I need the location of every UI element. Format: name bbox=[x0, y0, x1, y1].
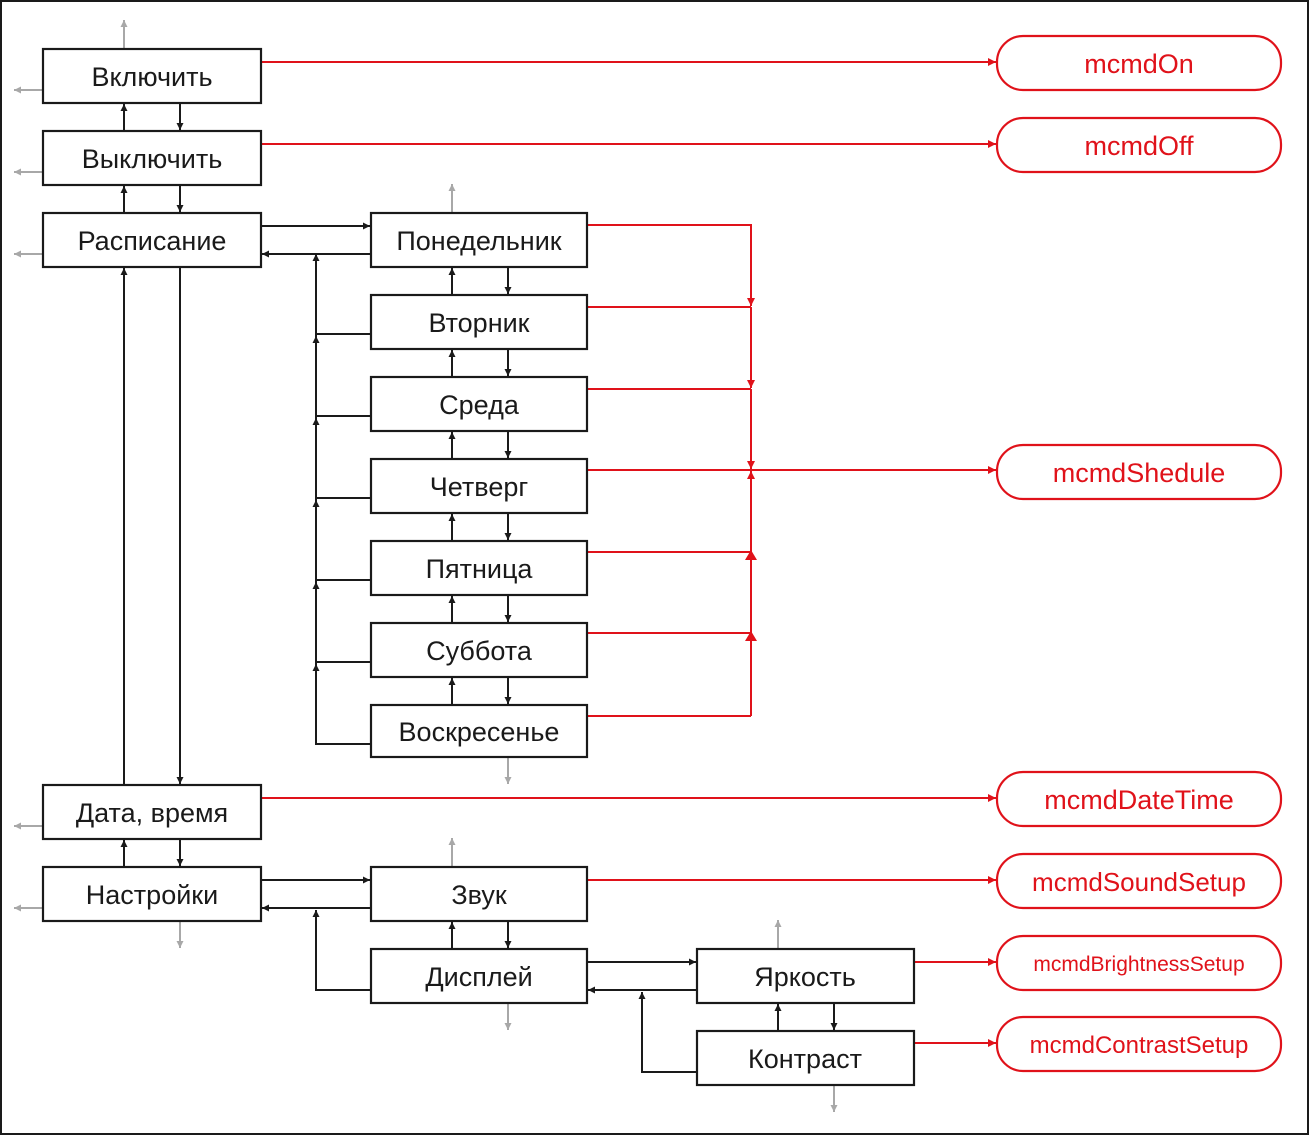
node-tuesday: Вторник bbox=[369, 293, 589, 351]
command-brightness: mcmdBrightnessSetup bbox=[995, 934, 1283, 992]
link-mon-bus bbox=[588, 224, 755, 306]
node-label: Вторник bbox=[428, 308, 529, 338]
node-label: Четверг bbox=[430, 472, 529, 502]
node-label: Включить bbox=[91, 62, 212, 92]
command-datetime: mcmdDateTime bbox=[995, 770, 1283, 828]
node-label: Расписание bbox=[78, 226, 227, 256]
node-label: Контраст bbox=[748, 1044, 862, 1074]
command-label: mcmdDateTime bbox=[1044, 785, 1234, 815]
bus-arrow-sat bbox=[745, 631, 757, 641]
node-monday: Понедельник bbox=[369, 211, 589, 269]
node-sunday: Воскресенье bbox=[369, 703, 589, 759]
node-schedule: Расписание bbox=[41, 211, 263, 269]
command-label: mcmdBrightnessSetup bbox=[1033, 953, 1244, 976]
nav-back-bus bbox=[638, 992, 696, 1073]
node-on: Включить bbox=[41, 47, 263, 105]
node-sound: Звук bbox=[369, 865, 589, 923]
node-label: Звук bbox=[451, 880, 507, 910]
command-label: mcmdOn bbox=[1084, 49, 1194, 79]
node-wednesday: Среда bbox=[369, 375, 589, 433]
node-label: Дисплей bbox=[425, 962, 532, 992]
node-off: Выключить bbox=[41, 129, 263, 187]
node-label: Воскресенье bbox=[399, 717, 560, 747]
menu-nodes: Включить Выключить Расписание Понедельни… bbox=[41, 47, 916, 1087]
node-label: Суббота bbox=[426, 636, 533, 666]
command-label: mcmdSoundSetup bbox=[1032, 867, 1246, 897]
command-schedule: mcmdShedule bbox=[995, 443, 1283, 501]
command-label: mcmdOff bbox=[1084, 131, 1194, 161]
node-label: Настройки bbox=[86, 880, 218, 910]
node-label: Дата, время bbox=[76, 798, 228, 828]
node-datetime: Дата, время bbox=[41, 783, 263, 841]
nav-back-bus bbox=[312, 910, 370, 991]
command-on: mcmdOn bbox=[995, 34, 1283, 92]
node-display: Дисплей bbox=[369, 947, 589, 1005]
node-label: Среда bbox=[439, 390, 520, 420]
command-links bbox=[262, 58, 996, 1047]
node-settings: Настройки bbox=[41, 865, 263, 923]
node-thursday: Четверг bbox=[369, 457, 589, 515]
node-label: Понедельник bbox=[396, 226, 561, 256]
node-contrast: Контраст bbox=[695, 1029, 916, 1087]
navigation-links bbox=[120, 104, 838, 1073]
command-contrast: mcmdContrastSetup bbox=[995, 1015, 1283, 1073]
command-label: mcmdShedule bbox=[1053, 458, 1226, 488]
bus-arrow-fri bbox=[745, 550, 757, 560]
nav-back-bus bbox=[315, 254, 370, 745]
command-sound: mcmdSoundSetup bbox=[995, 852, 1283, 910]
node-label: Яркость bbox=[754, 962, 856, 992]
node-label: Пятница bbox=[426, 554, 534, 584]
command-label: mcmdContrastSetup bbox=[1030, 1032, 1249, 1059]
node-friday: Пятница bbox=[369, 539, 589, 597]
command-off: mcmdOff bbox=[995, 116, 1283, 174]
wrap-stubs bbox=[14, 20, 838, 1112]
node-label: Выключить bbox=[82, 144, 223, 174]
command-nodes: mcmdOn mcmdOff mcmdShedule mcmdDateTime … bbox=[995, 34, 1283, 1073]
node-saturday: Суббота bbox=[369, 621, 589, 679]
node-brightness: Яркость bbox=[695, 947, 916, 1005]
